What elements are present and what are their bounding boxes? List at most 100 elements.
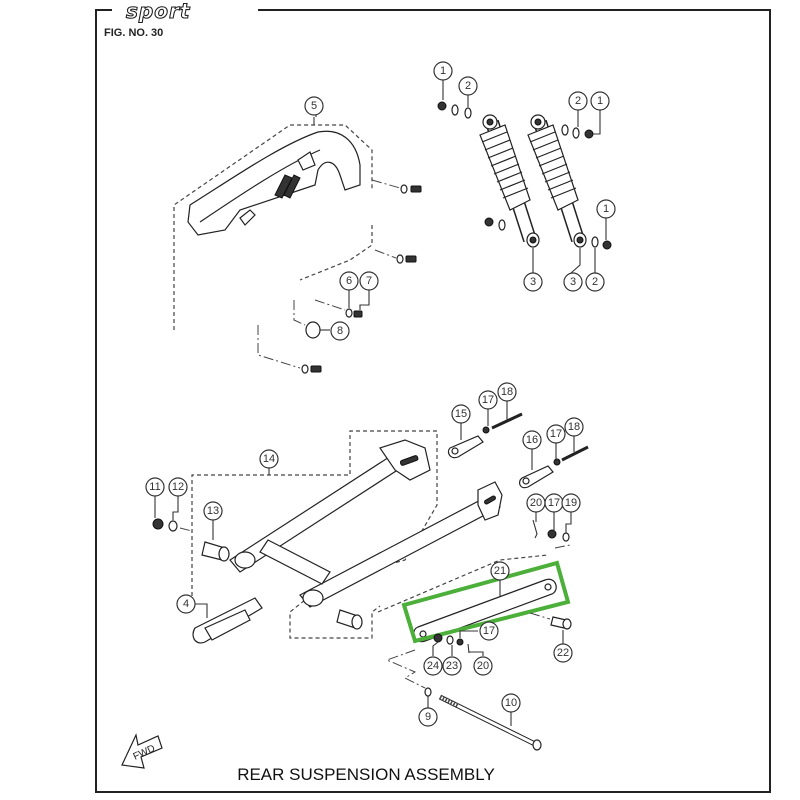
callout-17: 17: [546, 424, 566, 444]
callout-1: 1: [596, 199, 616, 219]
callout-1: 1: [433, 61, 453, 81]
chain-slider-part: [192, 597, 263, 644]
svg-text:2: 2: [592, 276, 598, 288]
chain-guard-bolt-middle: [374, 249, 417, 264]
nut-washer-lower-right: [591, 236, 612, 250]
fasteners-24-23-20: [433, 633, 470, 654]
callout-19: 19: [561, 493, 581, 513]
callout-1: 1: [590, 91, 610, 111]
callout-14: 14: [259, 449, 279, 469]
svg-text:10: 10: [505, 697, 517, 709]
svg-text:4: 4: [183, 598, 189, 610]
callout-17: 17: [544, 493, 564, 513]
nut-washer-upper-left: [437, 101, 472, 119]
bushing-13-lower: [336, 609, 363, 630]
callout-18: 18: [497, 382, 517, 402]
svg-text:22: 22: [557, 647, 569, 659]
callout-13: 13: [203, 501, 223, 521]
nut-11-washer-12: [152, 518, 193, 532]
chain-guard-bolt-lower: [257, 325, 322, 374]
washer-bolt-6-7: [314, 299, 363, 318]
washer-9: [424, 687, 432, 697]
svg-text:2: 2: [575, 95, 581, 107]
axle-guide-line: [385, 649, 426, 689]
callout-18: 18: [564, 417, 584, 437]
bolt-22: [529, 612, 572, 630]
svg-text:17: 17: [483, 625, 495, 637]
callout-2: 2: [458, 76, 478, 96]
diagram-frame: [95, 9, 771, 793]
svg-text:23: 23: [446, 660, 458, 672]
svg-text:2: 2: [465, 80, 471, 92]
chain-guard-bolt-upper: [371, 179, 422, 194]
callout-22: 22: [553, 643, 573, 663]
shock-absorber-left: [479, 114, 540, 248]
svg-text:9: 9: [425, 711, 431, 723]
callout-24: 24: [423, 656, 443, 676]
forward-direction-arrow: FWD: [121, 733, 163, 769]
svg-text:1: 1: [597, 95, 603, 107]
figure-number: FIG. NO. 30: [104, 27, 163, 39]
svg-text:5: 5: [311, 100, 317, 112]
svg-text:15: 15: [455, 408, 467, 420]
assembly-title: REAR SUSPENSION ASSEMBLY: [237, 765, 495, 784]
svg-text:17: 17: [482, 394, 494, 406]
callout-4: 4: [176, 594, 196, 614]
brand-logo: sport: [126, 0, 191, 23]
callout-5: 5: [304, 96, 324, 116]
svg-text:18: 18: [568, 421, 580, 433]
svg-text:21: 21: [494, 565, 506, 577]
callout-11: 11: [145, 477, 165, 497]
svg-text:24: 24: [427, 660, 439, 672]
svg-text:7: 7: [366, 275, 372, 287]
bushing-13-upper: [201, 541, 230, 562]
svg-text:3: 3: [570, 276, 576, 288]
svg-text:17: 17: [548, 497, 560, 509]
svg-text:18: 18: [501, 386, 513, 398]
callout-2: 2: [585, 272, 605, 292]
callout-7: 7: [359, 271, 379, 291]
svg-text:19: 19: [565, 497, 577, 509]
svg-text:13: 13: [207, 505, 219, 517]
svg-text:11: 11: [149, 481, 160, 493]
axle-10: [438, 694, 542, 751]
callout-10: 10: [501, 693, 521, 713]
callout-6: 6: [339, 271, 359, 291]
callout-23: 23: [442, 656, 462, 676]
svg-text:3: 3: [530, 276, 536, 288]
callout-17: 17: [478, 390, 498, 410]
chain-guard-part: [173, 124, 373, 330]
link-16: [518, 445, 589, 489]
callout-17: 17: [479, 621, 499, 641]
svg-text:8: 8: [337, 325, 343, 337]
swing-arm-group-outline: [191, 430, 438, 639]
callout-3: 3: [563, 272, 583, 292]
callout-9: 9: [418, 707, 438, 727]
svg-text:6: 6: [346, 275, 352, 287]
link-15: [447, 412, 523, 459]
svg-text:14: 14: [263, 453, 275, 465]
svg-text:16: 16: [526, 434, 538, 446]
callout-20: 20: [526, 493, 546, 513]
svg-text:12: 12: [172, 481, 184, 493]
callout-2: 2: [568, 91, 588, 111]
shock-absorber-right: [527, 114, 587, 248]
svg-text:20: 20: [530, 497, 542, 509]
svg-text:1: 1: [603, 203, 609, 215]
svg-text:17: 17: [550, 428, 562, 440]
svg-text:1: 1: [440, 65, 446, 77]
pin-nut-washer-20-17-19: [532, 519, 571, 549]
callout-16: 16: [522, 430, 542, 450]
callout-20: 20: [473, 656, 493, 676]
nut-washer-lower-left: [484, 217, 506, 231]
callout-15: 15: [451, 404, 471, 424]
link-rod-guide-lines: [377, 554, 549, 613]
callout-8: 8: [330, 321, 350, 341]
callout-3: 3: [523, 272, 543, 292]
nut-washer-upper-right: [561, 124, 594, 139]
svg-text:20: 20: [477, 660, 489, 672]
cap-8: [293, 300, 330, 339]
swing-arm-part: [229, 439, 503, 608]
callout-12: 12: [168, 477, 188, 497]
